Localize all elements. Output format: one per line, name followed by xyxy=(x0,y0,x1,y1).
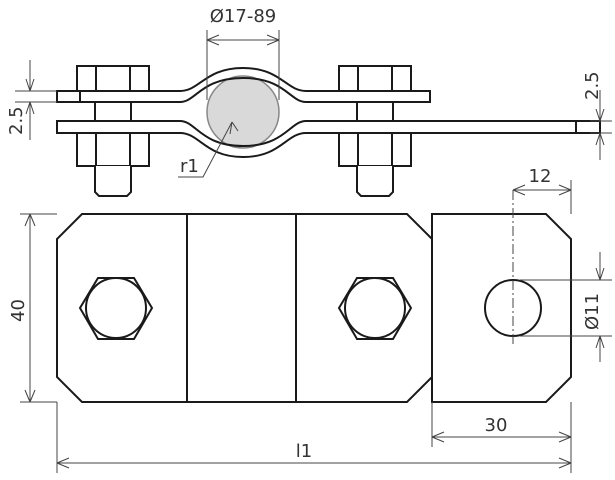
pipe-section xyxy=(206,75,280,149)
dim-height: 40 xyxy=(8,299,29,322)
bolt-left xyxy=(76,65,150,197)
dim-strap-thickness-right: 2.5 xyxy=(582,71,603,100)
bolt-right xyxy=(338,65,412,197)
dim-hole-diameter: Ø11 xyxy=(582,293,603,330)
plate-outline xyxy=(56,213,572,403)
dim-total-length: l1 xyxy=(296,441,312,462)
dim-hole-offset: 12 xyxy=(529,166,552,187)
dim-radius: r1 xyxy=(180,156,199,177)
dim-strap-thickness-left: 2.5 xyxy=(6,106,27,135)
hex-nut-left xyxy=(78,277,154,340)
hex-nut-right xyxy=(337,277,413,340)
dim-pipe-diameter: Ø17-89 xyxy=(210,6,276,27)
dim-end-length: 30 xyxy=(485,415,508,436)
plan-view: 12 Ø11 40 30 l1 xyxy=(8,166,612,473)
side-view: Ø17-89 2.5 2.5 r1 xyxy=(6,6,612,197)
